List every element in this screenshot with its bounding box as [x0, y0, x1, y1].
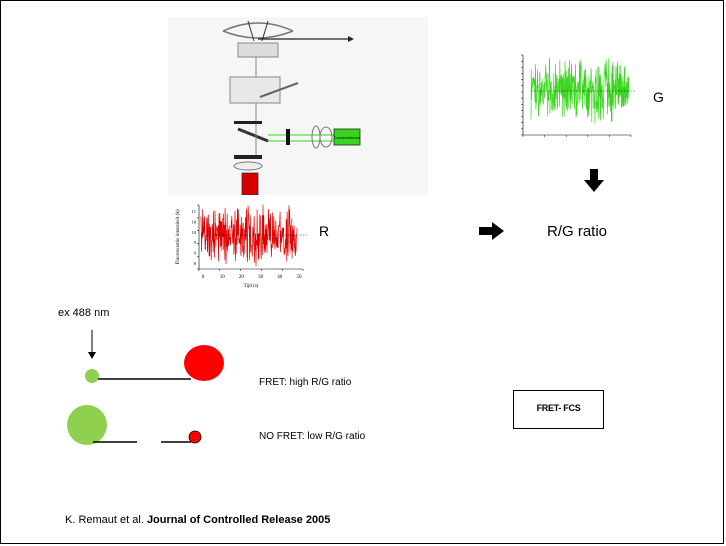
x-axis-label: Tijd (s) — [244, 284, 259, 289]
y-tick-label: 9 — [194, 240, 197, 245]
fret-low-label: NO FRET: low R/G ratio — [259, 431, 366, 442]
method-box-label: FRET- FCS — [536, 403, 581, 413]
excitation-arrow-icon — [88, 330, 96, 359]
y-axis-label: Fluorescentie intensiteit (k) — [176, 209, 181, 264]
right-arrow-icon — [479, 222, 504, 240]
green-intensity-trace — [521, 54, 635, 137]
excitation-label: ex 488 nm — [58, 307, 110, 319]
x-tick-label: 0 — [202, 275, 205, 280]
x-tick-label: 20 — [239, 275, 245, 280]
x-tick-label: 30 — [258, 275, 264, 280]
method-box: FRET- FCS — [513, 390, 604, 429]
x-tick-label: 10 — [220, 275, 226, 280]
down-arrow-icon — [584, 169, 604, 192]
microscope-setup-diagram: Counter/detector — [168, 17, 428, 195]
y-tick-label: 10 — [192, 219, 197, 224]
detector-label: Counter/detector — [334, 136, 361, 140]
citation: K. Remaut et al. Journal of Controlled R… — [65, 514, 330, 526]
fret-construct-apart — [67, 405, 202, 445]
x-tick-label: 50 — [297, 275, 303, 280]
fret-high-label: FRET: high R/G ratio — [259, 377, 352, 388]
signal-trace — [530, 57, 630, 124]
signal-trace — [200, 204, 298, 267]
y-tick-label: 9 — [194, 251, 197, 256]
label-r: R — [319, 223, 330, 239]
y-tick-label: 11 — [192, 209, 196, 214]
fret-construct-close — [85, 345, 224, 383]
ratio-label: R/G ratio — [547, 223, 608, 240]
citation-authors: K. Remaut et al. — [65, 514, 144, 526]
label-g: G — [653, 89, 664, 105]
x-tick-label: 40 — [277, 275, 283, 280]
y-tick-label: 8 — [194, 261, 197, 266]
y-tick-label: 10 — [192, 230, 197, 235]
citation-journal: Journal of Controlled Release 2005 — [146, 514, 331, 526]
